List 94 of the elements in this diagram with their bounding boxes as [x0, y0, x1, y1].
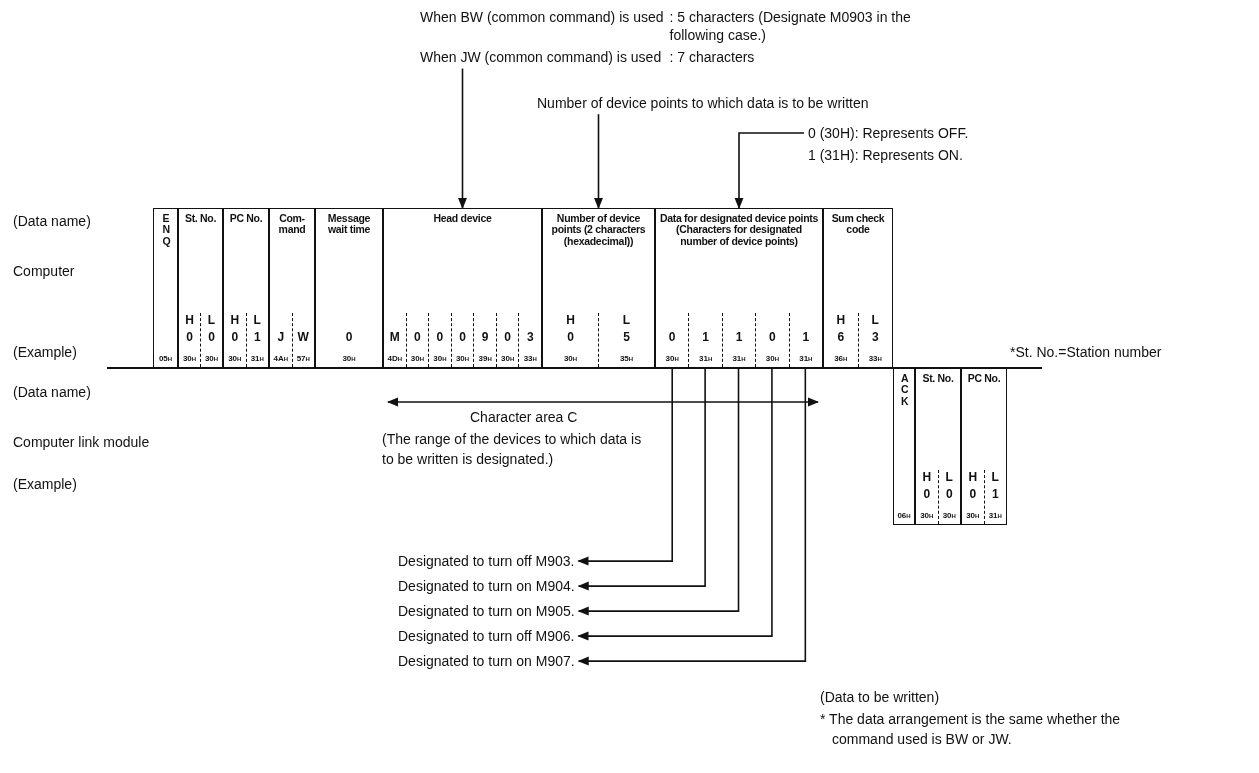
frame-field — [655, 208, 823, 368]
character: 0 — [414, 329, 421, 346]
note-text: Computer link module — [13, 433, 150, 452]
character: 6 — [837, 329, 845, 346]
character: 0 — [668, 329, 676, 346]
character: 0 — [459, 329, 466, 346]
character: 0 — [345, 329, 353, 346]
character: 0 — [945, 486, 953, 503]
frame-field — [383, 208, 542, 368]
note-text: (Example) — [13, 343, 77, 362]
character: 1 — [991, 486, 999, 503]
note-text: Character area C — [470, 408, 578, 427]
character: J — [277, 329, 285, 346]
field-name: Message wait time — [326, 211, 372, 236]
byte-position-label: L — [991, 470, 999, 485]
note-text: (The range of the devices to which data is to be written is designated.) — [382, 430, 642, 469]
field-name: St. No. — [921, 371, 955, 385]
character: 0 — [923, 486, 931, 503]
character: 1 — [802, 329, 810, 346]
annotation-text: : 7 characters — [669, 48, 756, 67]
arrow — [734, 132, 805, 210]
character: 1 — [702, 329, 709, 346]
arrow — [577, 366, 673, 566]
byte-position-label: H — [968, 470, 978, 485]
note-text: (Example) — [13, 475, 77, 494]
field-name: Number of device points (2 characters (hexadecimal)) — [550, 211, 647, 247]
character: W — [297, 329, 309, 346]
field-name: Head device — [432, 211, 493, 225]
character: 0 — [504, 329, 511, 346]
byte-position-label: L — [871, 313, 879, 328]
note-text: (Data name) — [13, 212, 91, 231]
frame-field — [315, 208, 383, 368]
field-name: PC No. — [966, 371, 1002, 385]
note-text: (Data name) — [13, 383, 91, 402]
frame-field — [915, 368, 961, 525]
character: 0 — [208, 329, 215, 346]
arrow — [594, 113, 603, 210]
frame-field — [269, 208, 315, 368]
field-name: ENQ — [162, 211, 169, 247]
annotation-text: Designated to turn on M907. — [398, 652, 575, 671]
arrow — [458, 67, 467, 210]
arrow — [577, 366, 740, 616]
field-name: Com-mand — [277, 211, 307, 236]
frame-field — [153, 208, 178, 368]
byte-position-label: L — [207, 313, 216, 328]
byte-position-label: H — [566, 313, 575, 328]
note-text: * The data arrangement is the same whether the command used is BW or JW. — [820, 710, 1122, 749]
frame-field — [823, 208, 893, 368]
character: 3 — [526, 329, 534, 346]
character: 3 — [871, 329, 879, 346]
note-text: Computer — [13, 262, 75, 281]
byte-position-label: H — [836, 313, 846, 328]
byte-position-label: L — [253, 313, 261, 328]
note-text: (Data to be written) — [820, 688, 940, 707]
arrow — [577, 366, 807, 666]
arrow — [577, 366, 773, 641]
field-name: PC No. — [228, 211, 264, 225]
character: 0 — [769, 329, 776, 346]
character: 0 — [436, 329, 444, 346]
character: 1 — [253, 329, 261, 346]
byte-position-label: H — [185, 313, 194, 328]
byte-position-label: L — [945, 470, 953, 485]
frame-field — [178, 208, 223, 368]
note-text: *St. No.=Station number — [1010, 343, 1162, 362]
field-name: ACK — [901, 371, 907, 407]
character: 0 — [567, 329, 574, 346]
frame-field — [223, 208, 269, 368]
frame-field — [542, 208, 655, 368]
character: M — [389, 329, 400, 346]
arrow — [577, 366, 706, 591]
field-name: St. No. — [183, 211, 218, 225]
byte-position-label: H — [922, 470, 932, 485]
annotation-text: When JW (common command) is used — [420, 48, 663, 67]
character: 0 — [231, 329, 239, 346]
field-name: Sum check code — [830, 211, 886, 236]
field-name: Data for designated device points (Characters for designated number of device points) — [658, 211, 820, 247]
character: 0 — [969, 486, 977, 503]
frame-field — [961, 368, 1007, 525]
annotation-text: : 5 characters (Designate M0903 in the following case.) — [669, 8, 912, 45]
character: 9 — [481, 329, 489, 346]
annotation-text: 0 (30H): Represents OFF. — [808, 124, 969, 143]
annotation-text: Designated to turn on M905. — [398, 602, 575, 621]
annotation-text: 1 (31H): Represents ON. — [808, 146, 964, 165]
character: 1 — [735, 329, 743, 346]
byte-position-label: L — [622, 313, 631, 328]
annotation-text: Designated to turn off M903. — [398, 552, 575, 571]
byte-position-label: H — [230, 313, 240, 328]
frame-field — [893, 368, 915, 525]
annotation-text: Designated to turn off M906. — [398, 627, 575, 646]
annotation-text: Number of device points to which data is to be written — [537, 94, 869, 113]
character: 0 — [186, 329, 193, 346]
annotation-text: When BW (common command) is used — [420, 8, 664, 27]
character: 5 — [623, 329, 630, 346]
annotation-text: Designated to turn on M904. — [398, 577, 575, 596]
